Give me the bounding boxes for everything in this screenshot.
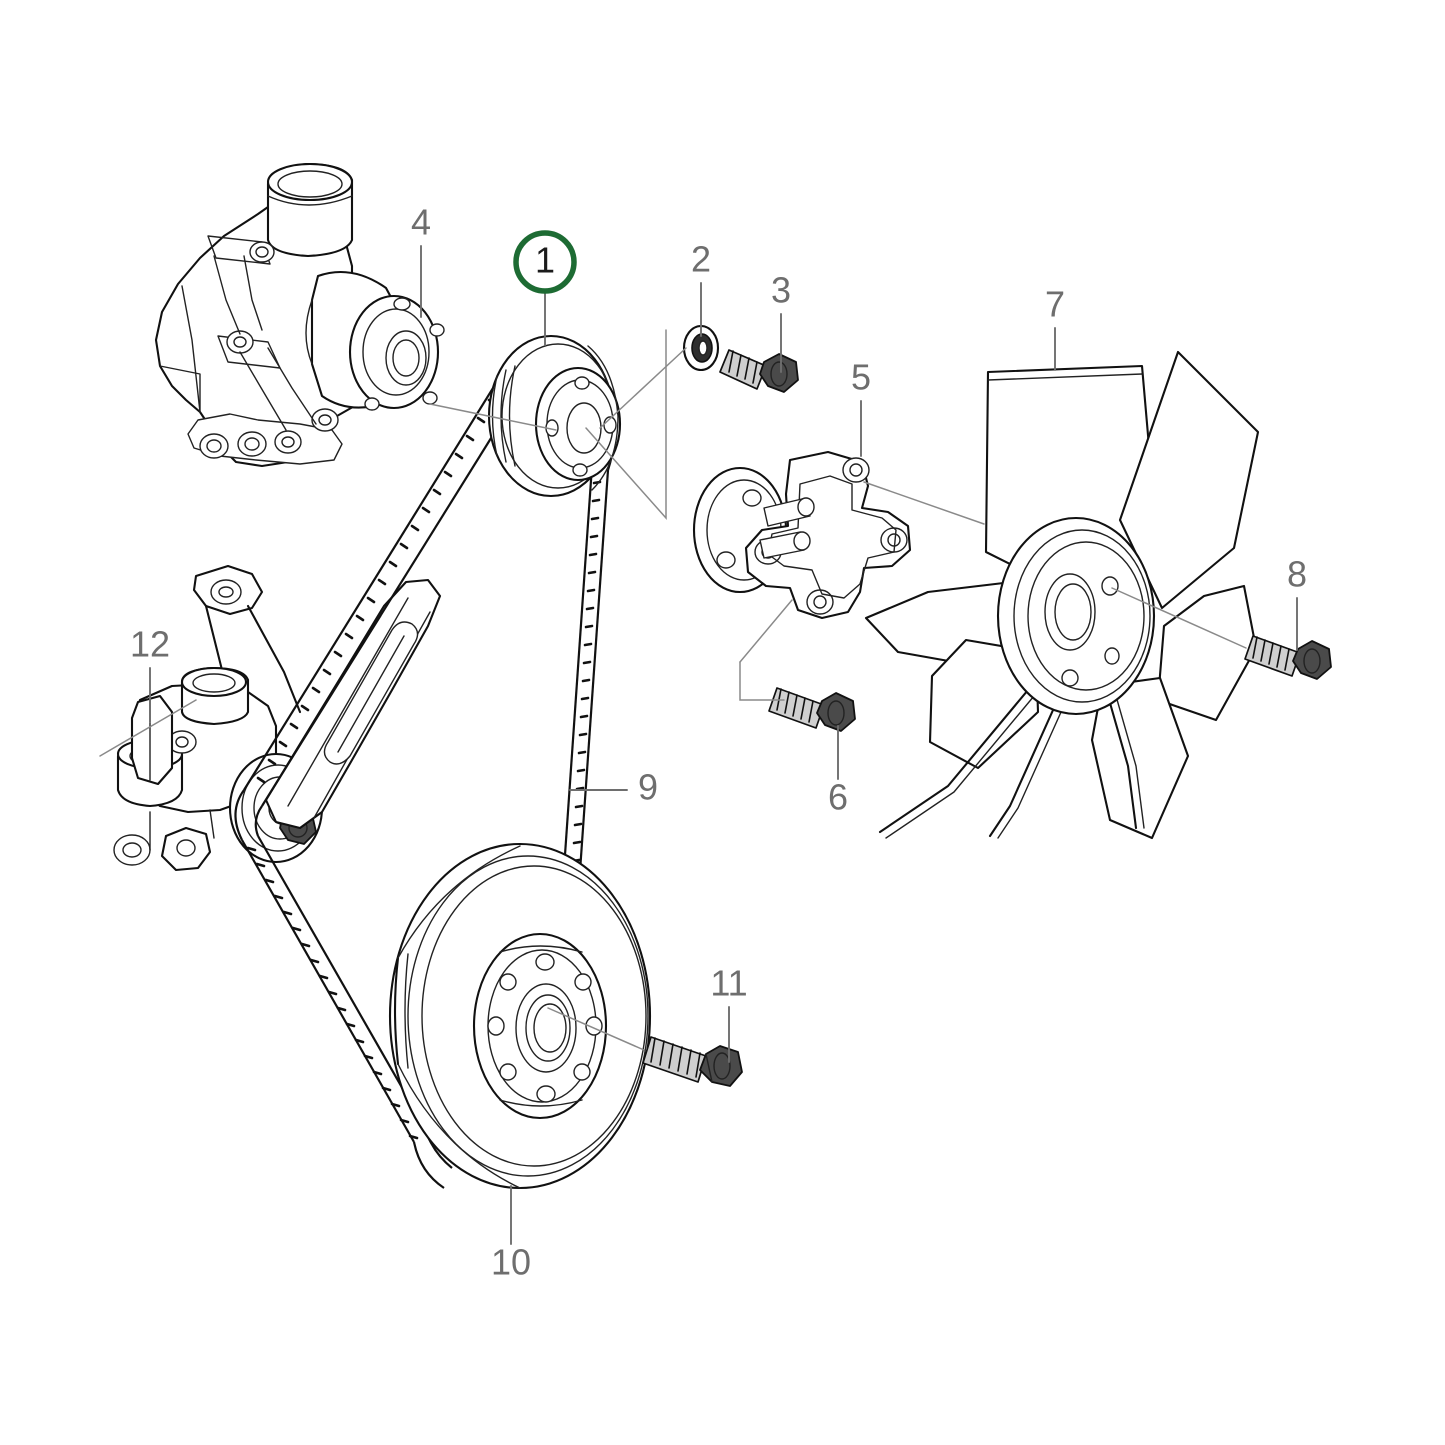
part-drive-belt[interactable]: [234, 340, 615, 1189]
callout-8[interactable]: 8: [1273, 554, 1321, 651]
part-cooling-fan[interactable]: [864, 350, 1260, 840]
callout-6[interactable]: 6: [814, 725, 862, 818]
callout-1[interactable]: 1: [513, 230, 577, 346]
belt-teeth-lower-left: [246, 846, 419, 1140]
callout-1-label: 1: [535, 240, 555, 281]
callout-1-highlight-ring: [513, 230, 577, 294]
part-crankshaft-pulley-damper[interactable]: [388, 842, 652, 1190]
callout-7[interactable]: 7: [1031, 284, 1079, 371]
bolt-threads: [728, 350, 758, 384]
callout-11[interactable]: 11: [703, 963, 755, 1063]
callout-4[interactable]: 4: [397, 202, 445, 318]
callout-3-label: 3: [771, 270, 791, 311]
callout-10[interactable]: 10: [485, 1185, 537, 1285]
callout-12-label: 12: [130, 624, 170, 665]
bolt-threads: [650, 1037, 701, 1078]
bolt-threads: [1252, 636, 1290, 671]
part-fan-bolt[interactable]: [1244, 635, 1332, 680]
part-water-pump-pulley[interactable]: [487, 334, 622, 498]
callout-2[interactable]: 2: [677, 239, 725, 337]
callout-4-label: 4: [411, 202, 431, 243]
callout-9-label: 9: [638, 767, 658, 808]
callout-10-label: 10: [491, 1242, 531, 1283]
part-fan-mounting-hub[interactable]: [692, 450, 912, 620]
callout-6-label: 6: [828, 777, 848, 818]
callout-5[interactable]: 5: [837, 357, 885, 457]
part-crankshaft-pulley-bolt[interactable]: [642, 1036, 743, 1087]
callout-11-label: 11: [710, 963, 747, 1004]
callout-7-label: 7: [1045, 284, 1065, 325]
callout-3[interactable]: 3: [757, 270, 805, 373]
callout-8-label: 8: [1287, 554, 1307, 595]
part-hub-bolt[interactable]: [768, 687, 856, 732]
callout-9[interactable]: 9: [569, 766, 672, 814]
part-belt-tensioner-idler[interactable]: [113, 564, 442, 872]
part-pulley-bolt[interactable]: [719, 349, 799, 393]
callout-5-label: 5: [851, 357, 871, 398]
callout-2-label: 2: [691, 239, 711, 280]
part-water-pump-housing[interactable]: [154, 162, 445, 468]
assembly-alignment-lines: [99, 329, 1247, 1051]
callout-12[interactable]: 12: [124, 624, 176, 723]
